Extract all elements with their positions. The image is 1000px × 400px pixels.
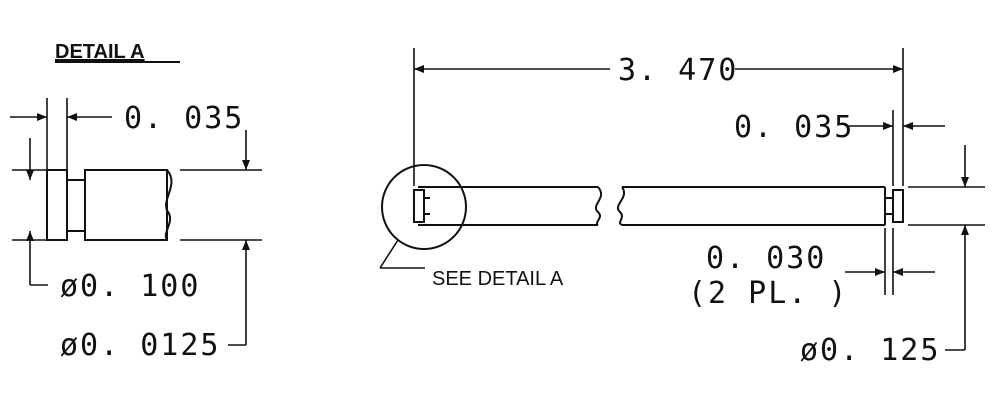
detail-groove-dimension: 0. 035 [10, 98, 244, 170]
detail-outer-dia-dimension: ø0. 0125 [60, 130, 250, 363]
detail-groove-dim-text: 0. 035 [124, 101, 244, 136]
see-detail-label: SEE DETAIL A [432, 268, 564, 290]
overall-length-dimension: 3. 470 [413, 48, 904, 186]
overall-length-text: 3. 470 [618, 53, 738, 88]
main-pin-view: SEE DETAIL A 3. 470 0. 035 0. 030 (2 PL.… [379, 48, 985, 368]
detail-callout: SEE DETAIL A [379, 164, 564, 290]
detail-a-title: DETAIL A [55, 41, 145, 63]
end-length-dimension: 0. 035 [734, 110, 945, 186]
detail-a-view: DETAIL A 0. 035 ø0. 100 [10, 41, 262, 363]
main-pin-body [413, 186, 904, 226]
detail-outer-dia-text: ø0. 0125 [60, 328, 221, 363]
main-diameter-dimension: ø0. 125 [800, 145, 985, 368]
detail-pin-body [46, 169, 173, 241]
main-diameter-text: ø0. 125 [800, 333, 940, 368]
groove-width-text: 0. 030 [706, 241, 826, 276]
end-length-text: 0. 035 [734, 110, 854, 145]
detail-inner-dia-text: ø0. 100 [60, 269, 200, 304]
groove-count-text: (2 PL. ) [688, 276, 849, 311]
groove-width-dimension: 0. 030 (2 PL. ) [688, 228, 935, 311]
detail-inner-dia-dimension: ø0. 100 [26, 138, 200, 304]
